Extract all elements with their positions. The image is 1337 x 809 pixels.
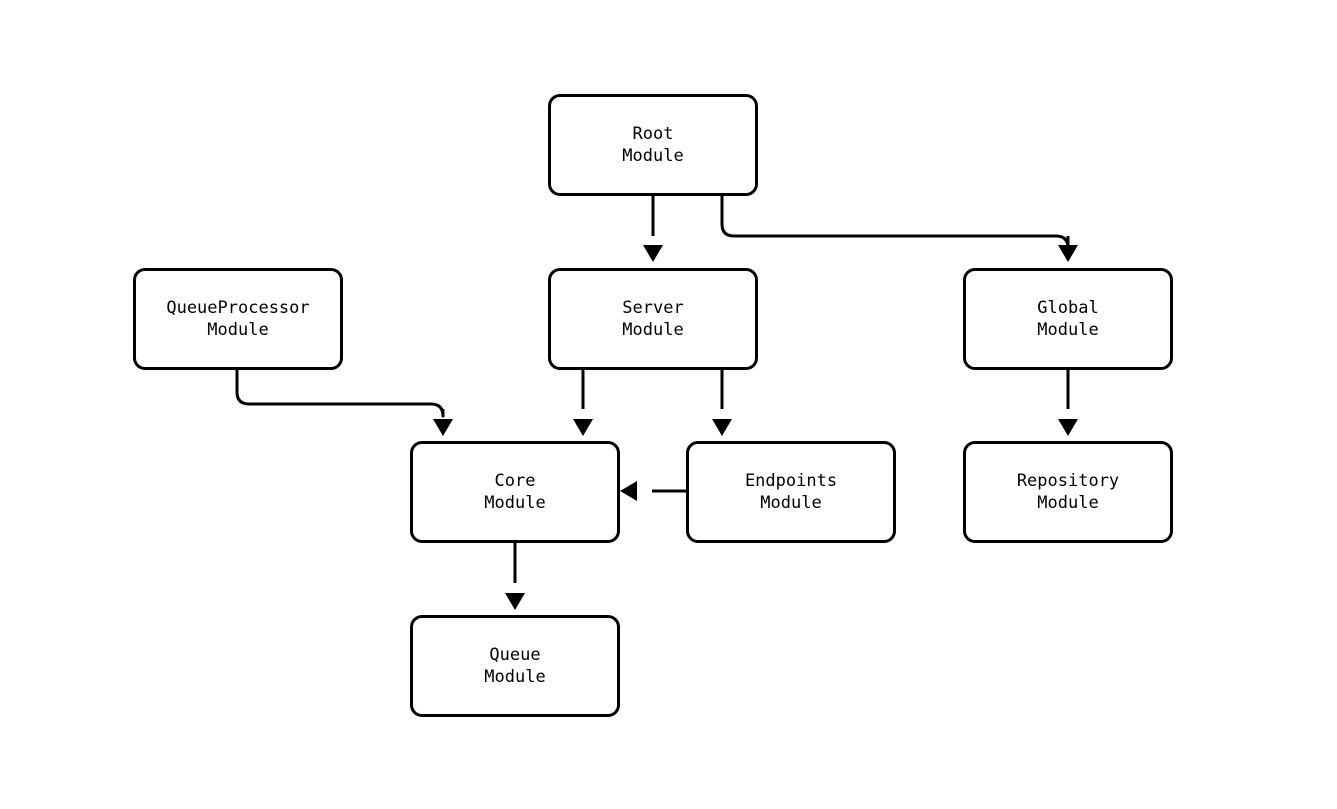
node-global-name: Global: [1037, 298, 1099, 318]
node-queue-name: Queue: [489, 645, 541, 665]
arrowhead-root-to-server: [643, 245, 663, 262]
node-root-name: Root: [632, 124, 674, 144]
node-repository-name: Repository: [1016, 471, 1120, 491]
arrowhead-root-to-global: [1058, 245, 1078, 262]
node-server-suffix: Module: [622, 320, 684, 340]
node-repository-suffix: Module: [1037, 493, 1099, 513]
node-core-name: Core: [494, 471, 536, 491]
arrowhead-queueprocessor-to-core: [433, 419, 453, 436]
node-global-suffix: Module: [1037, 320, 1099, 340]
arrowhead-server-to-endpoints: [712, 419, 732, 436]
node-endpoints-suffix: Module: [760, 493, 822, 513]
node-server-name: Server: [622, 298, 684, 318]
node-root-suffix: Module: [622, 146, 684, 166]
node-core-suffix: Module: [484, 493, 546, 513]
node-queue-suffix: Module: [484, 667, 546, 687]
arrowhead-endpoints-to-core: [620, 481, 637, 501]
node-queueprocessor-suffix: Module: [207, 320, 269, 340]
edge-root-to-global: [720, 196, 1070, 250]
arrowhead-core-to-queue: [505, 593, 525, 610]
node-queueprocessor-name: QueueProcessor: [166, 298, 310, 318]
edge-queueprocessor-to-core: [235, 370, 445, 418]
node-endpoints-name: Endpoints: [744, 471, 838, 491]
arrowhead-server-to-core: [573, 419, 593, 436]
arrowhead-global-to-repository: [1058, 419, 1078, 436]
